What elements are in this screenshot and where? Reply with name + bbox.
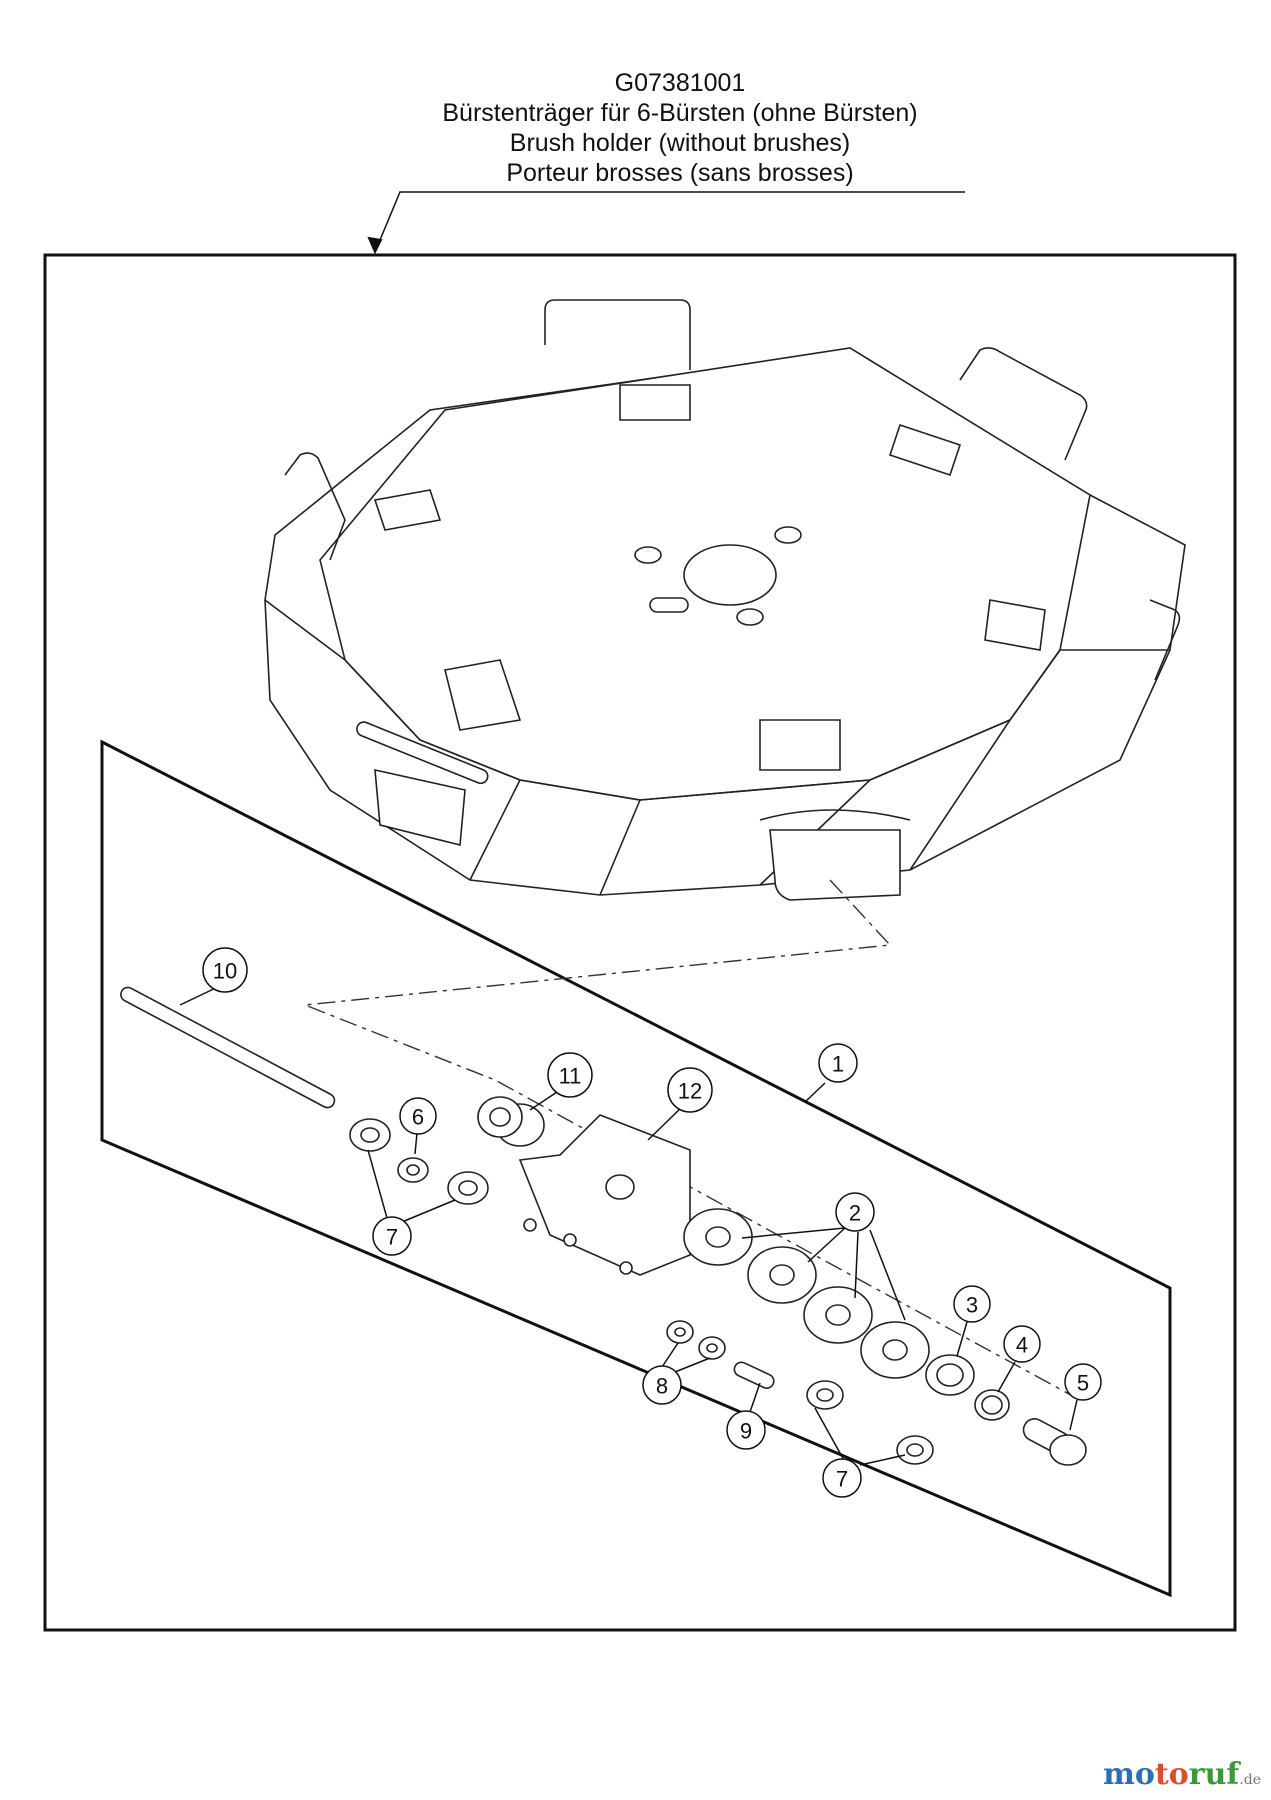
callout-label-10: 10 — [213, 959, 237, 984]
part-bolt-5 — [1022, 1418, 1087, 1466]
diagram-header: G07381001 Bürstenträger für 6-Bürsten (o… — [330, 68, 1030, 188]
header-leader-arrow — [367, 236, 383, 255]
callout-label-3: 3 — [966, 1293, 978, 1318]
watermark-logo: motoruf.de — [1103, 1757, 1261, 1792]
title-german: Bürstenträger für 6-Bürsten (ohne Bürste… — [442, 99, 918, 127]
watermark-part1: mo — [1103, 1757, 1155, 1792]
part-ring-4 — [974, 1389, 1010, 1421]
brush-holder-plate — [264, 299, 1186, 901]
part-bolt-10 — [120, 986, 336, 1109]
callout-label-11: 11 — [559, 1064, 582, 1089]
callout-label-4: 4 — [1016, 1333, 1028, 1358]
part-number: G07381001 — [614, 69, 746, 97]
callout-markers — [202, 947, 1102, 1498]
center-line — [304, 879, 1081, 1401]
part-bushing-11 — [477, 1096, 545, 1147]
outer-frame — [43, 253, 1237, 1632]
part-pin-9 — [733, 1361, 775, 1389]
callout-6 — [399, 1097, 437, 1135]
callout-8 — [642, 1365, 682, 1405]
callout-label-5: 5 — [1077, 1371, 1089, 1396]
callout-3 — [953, 1285, 991, 1323]
watermark-suffix: .de — [1239, 1772, 1261, 1788]
title-english: Brush holder (without brushes) — [509, 129, 851, 157]
part-washer-3 — [925, 1354, 975, 1396]
callout-5 — [1064, 1363, 1102, 1401]
callout-9 — [726, 1410, 766, 1450]
title-french: Porteur brosses (sans brosses) — [506, 159, 854, 187]
part-washers-2 — [683, 1208, 930, 1379]
callout-2 — [835, 1192, 875, 1232]
callout-label-8: 8 — [656, 1374, 668, 1399]
callout-label-7b: 7 — [836, 1467, 848, 1492]
callout-label-7a: 7 — [386, 1225, 398, 1250]
subassembly-frame — [100, 739, 1172, 1598]
callout-label-9: 9 — [740, 1419, 752, 1444]
header-leader-line — [374, 191, 965, 253]
callout-4 — [1003, 1325, 1041, 1363]
callout-label-2: 2 — [849, 1201, 861, 1226]
part-nuts-7 — [349, 1118, 934, 1465]
part-spacers-8 — [666, 1320, 726, 1360]
callout-10 — [202, 947, 248, 993]
watermark-part3: ruf — [1188, 1757, 1240, 1792]
part-bracket-12 — [518, 1114, 691, 1276]
callout-7b — [822, 1458, 862, 1498]
callout-1 — [818, 1043, 858, 1083]
callout-7a — [372, 1216, 412, 1256]
callout-12 — [667, 1067, 713, 1113]
watermark-part2: to — [1154, 1757, 1189, 1792]
part-washer-6 — [397, 1157, 429, 1183]
callout-label-1: 1 — [832, 1052, 844, 1077]
callout-11 — [547, 1052, 593, 1098]
callout-label-6: 6 — [412, 1105, 424, 1130]
callout-label-12: 12 — [678, 1079, 702, 1104]
